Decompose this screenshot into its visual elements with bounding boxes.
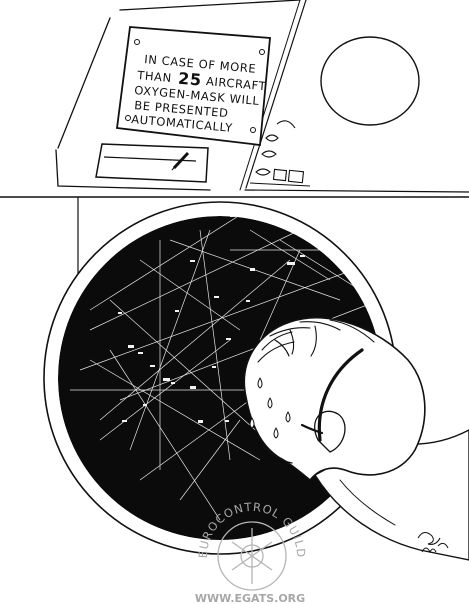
sweat-drops (249, 377, 291, 439)
sign-number: 25 (177, 69, 202, 90)
sweat-drop-icon (249, 417, 255, 429)
warning-sign: IN CASE OF MORE THAN 25 AIRCRAFT OXYGEN-… (115, 26, 271, 147)
control-buttons (249, 120, 311, 187)
porthole (320, 36, 420, 126)
switch-icon (272, 168, 288, 182)
sweat-drop-icon (257, 377, 263, 389)
knob-icon (261, 150, 277, 158)
console-panel (0, 0, 469, 321)
artist-signature (417, 532, 449, 554)
guild-emblem-icon (217, 521, 287, 591)
watermark-url: WWW.EGATS.ORG (195, 592, 305, 604)
sweat-drop-icon (273, 427, 279, 439)
screw-icon (125, 115, 131, 121)
oxygen-drawer (95, 143, 209, 183)
warning-sign-plate (115, 26, 271, 147)
sweat-drop-icon (285, 411, 291, 423)
sign-line-2-post: AIRCRAFT (205, 74, 267, 93)
headset-icon (317, 348, 364, 442)
screw-icon (259, 49, 265, 55)
controller-figure (243, 317, 469, 561)
ear-icon (314, 410, 346, 453)
knob-icon (255, 168, 271, 176)
sweat-drop-icon (267, 397, 273, 409)
knob-icon (265, 134, 279, 142)
sign-line-2-pre: THAN (136, 68, 173, 85)
screw-icon (250, 127, 256, 133)
switch-icon (287, 169, 305, 184)
screw-icon (134, 39, 140, 45)
